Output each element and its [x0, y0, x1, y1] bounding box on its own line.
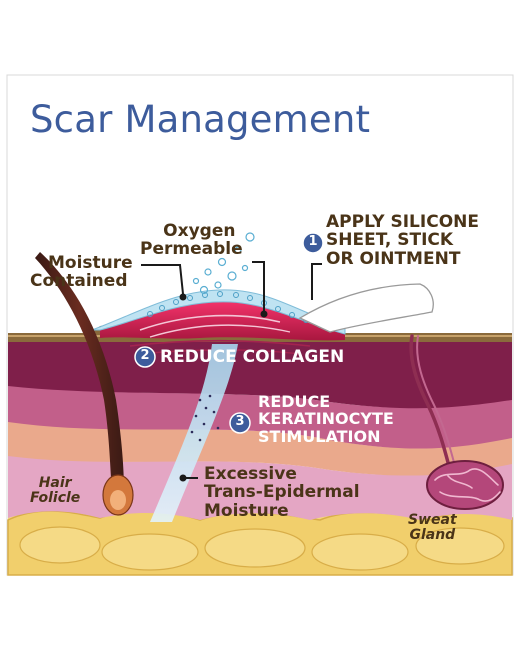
mid-dermis-layer [8, 385, 512, 449]
step2-label: REDUCE COLLAGEN [160, 347, 345, 367]
step3-line2: KERATINOCYTE [258, 409, 394, 429]
hair-label-line1: Hair [38, 475, 72, 491]
step3-label: REDUCE KERATINOCYTE STIMULATION [258, 393, 394, 445]
oxygen-label-line2: Permeable [140, 239, 243, 260]
sweat-label-line2: Gland [409, 527, 456, 544]
moisture-contained-label: Moisture Contained [30, 253, 133, 291]
hair-label-line2: Folicle [30, 490, 81, 507]
upper-dermis-layer [8, 338, 512, 409]
step3-number: 3 [235, 414, 245, 429]
tewl-label: Excessive Trans-Epidermal Moisture [204, 465, 360, 520]
sweat-gland [409, 334, 504, 510]
tewl-line3: Moisture [204, 500, 289, 521]
step1-line3: OR OINTMENT [326, 248, 461, 269]
leader-lines [141, 261, 322, 479]
step3-line1: REDUCE [258, 392, 331, 411]
step1-line2: SHEET, STICK [326, 230, 454, 251]
step3-line3: STIMULATION [258, 426, 381, 446]
moisture-loss-stream [150, 344, 238, 522]
step1-number: 1 [308, 234, 318, 249]
page-title: Scar Management [30, 98, 371, 141]
lower-dermis-layer [8, 455, 512, 520]
sweat-gland-label: Sweat Gland [408, 512, 457, 544]
step1-line1: APPLY SILICONE [326, 212, 479, 232]
fat-layer [7, 505, 513, 576]
sweat-label-line1: Sweat [408, 512, 457, 528]
tewl-line2: Trans-Epidermal [204, 482, 360, 503]
hair-follicle [35, 252, 134, 516]
moisture-label-line2: Contained [30, 271, 128, 292]
papillary-band [8, 420, 512, 476]
oxygen-label-line1: Oxygen [163, 221, 236, 241]
tewl-dots [190, 394, 220, 442]
moisture-label-line1: Moisture [48, 253, 133, 273]
oxygen-bubbles [192, 232, 255, 295]
leader-dots [179, 293, 268, 482]
tewl-line1: Excessive [204, 464, 297, 484]
step1-label: APPLY SILICONE SHEET, STICK OR OINTMENT [326, 213, 479, 268]
silicone-sheet [298, 283, 434, 333]
step-badges [134, 232, 324, 434]
hair-follicle-label: Hair Folicle [30, 475, 81, 507]
oxygen-permeable-label: Oxygen Permeable [140, 221, 243, 259]
step2-number: 2 [140, 348, 150, 363]
